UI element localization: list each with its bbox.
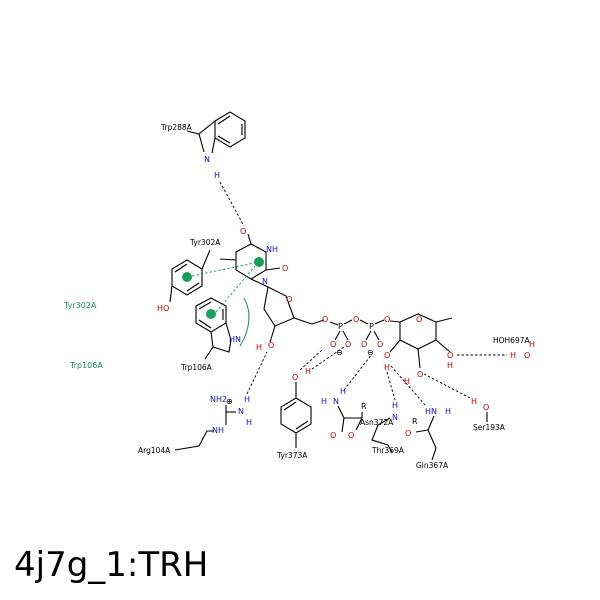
hbond-phosphate [299,349,323,371]
tyr302-phenol: HO [157,249,211,313]
hexose-o3-label: O [417,370,423,379]
hoh697-h-label: H [529,340,535,349]
hbond-trp288 [219,181,245,227]
residue-tyr302-hydrophobic: Tyr302A [63,301,97,310]
residue-trp106-hydrophobic: Trp106A [69,361,103,370]
arg104-nh-label: NH [212,426,224,435]
pi-center-tyr302 [182,272,192,282]
pi-center-uracil [254,257,264,267]
p2-charge-label: ⊖ [367,348,374,357]
p1-o-a-label: O [330,340,336,349]
p1-charge-label: ⊖ [336,348,343,357]
sugar-ring: O H O [256,286,313,352]
thr369-backbone: H N R [371,401,418,453]
residue-thr369: Thr369A [371,446,405,455]
phosphate-p2-label: P [369,322,374,331]
hexose-o2-h-label: H [384,363,390,372]
arg104-sidechain: NH2 ⊕ H N H NH [174,395,252,451]
asn372-o2-label: O [330,431,336,440]
residue-asn372: Asn372A [360,418,394,427]
thr369-r-label: R [412,417,418,426]
arg104-nh2-label: NH2 [210,395,227,404]
asn372-r-label: R [361,402,367,411]
hexose-ring-o-label: O [416,315,422,324]
residue-trp106: Trp106A [180,363,213,372]
gln367-h-label: H [425,407,431,416]
diphosphate: O P O P O O O ⊖ O O ⊖ [311,315,390,357]
arg104-n-label: N [238,407,244,416]
arg104-h-label: H [244,395,250,404]
residue-tyr302: Tyr302A [189,238,221,247]
asn372-h-label: H [321,397,327,406]
trp288-h-label: H [214,171,220,180]
uracil-n3-label: NH [266,245,278,254]
hbond-asn372 [343,353,373,391]
arg104-charge-label: ⊕ [226,397,233,406]
tyr373-phenol: O H [280,367,312,448]
sugar-o3-o-label: O [268,341,274,350]
p2-o-b-label: O [377,340,383,349]
asn372-h2-label: H [340,387,346,396]
page-title: 4j7g_1:TRH [14,545,209,585]
tyr302-oh-label: HO [157,304,169,313]
uracil-o4-label: O [240,227,246,236]
thr369-h-label: H [392,401,398,410]
asn372-o-label: O [348,431,354,440]
hoh697-o-label: O [524,351,530,360]
residue-tyr373: Tyr373A [276,451,308,460]
trp106-indole: HN [195,297,241,360]
trp288-n-label: N [204,155,210,164]
trp106-n-label: HN [229,335,241,344]
hoh697-hoh-label: H [510,351,516,360]
residue-hoh697: HOH697A [493,336,530,345]
hbond-thr369 [386,371,396,401]
gln367-sidechain: H N H O [405,407,451,461]
residue-trp288: Trp288A [160,123,193,132]
uracil-n1-label: N [262,277,268,286]
gln367-h2-label: H [445,407,451,416]
sugar-ring-o-label: O [286,295,292,304]
gln367-n-label: N [431,407,437,416]
trp288-indole: N H [186,111,246,180]
pi-stack-tyr302 [191,262,255,277]
hexose-o4-label: O [447,351,453,360]
hexose-ring: O O H O H O H [384,313,453,386]
phosphate-to-sugar-o-label: O [384,315,390,324]
residue-arg104: Arg104A [138,446,171,455]
phosphate-o5-label: O [322,315,328,324]
residue-gln367: Gln367A [416,461,449,470]
p2-o-a-label: O [361,340,367,349]
gln367-o-label: O [405,429,411,438]
sugar-o3-label: H [256,343,262,352]
pi-center-trp106 [206,309,216,319]
thr369-n-label: N [392,413,398,422]
hexose-o2-label: O [384,351,390,360]
hexose-o3-h-label: H [404,377,410,386]
hbond-arg104 [246,351,268,395]
phosphate-bridge-o-label: O [353,315,359,324]
hydrophobic-contact-trp106 [239,297,250,347]
hbond-tyr373 [311,346,345,370]
residue-ser193: Ser193A [473,423,506,432]
ser193-h-label: H [471,397,477,406]
uracil-ring: O NH O N [219,227,288,288]
p1-o-b-label: O [345,340,351,349]
tyr373-h-label: H [305,367,311,376]
phosphate-p1-label: P [338,322,343,331]
asn372-n-label: N [333,397,339,406]
pi-stack-trp106 [215,265,256,313]
ser193-o-label: O [483,403,489,412]
hbond-ser193 [423,373,471,399]
hexose-o4-h-label: H [447,361,453,370]
tyr373-o-label: O [292,373,298,382]
asn372-backbone: H N H R O O [321,387,367,440]
arg104-h2-label: H [246,418,252,427]
uracil-o2-label: O [282,264,288,273]
